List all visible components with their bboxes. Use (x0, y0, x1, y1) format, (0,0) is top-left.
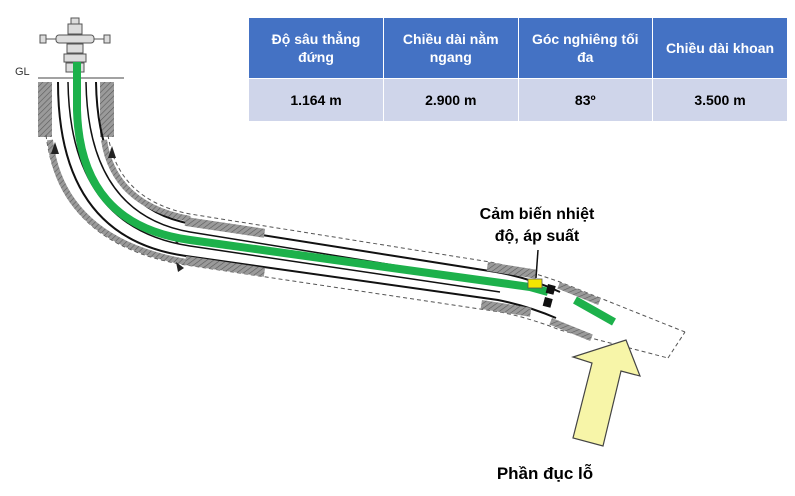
value-drilled-length: 3.500 m (652, 78, 787, 121)
tubing-tail (573, 296, 616, 326)
header-vertical-depth: Độ sâu thẳng đứng (249, 18, 384, 79)
packer-upper (486, 262, 538, 279)
flow-arrow-up-right-icon (108, 146, 116, 158)
well-parameters-table: Độ sâu thẳng đứng Chiều dài nằm ngang Gó… (249, 18, 787, 121)
value-vertical-depth: 1.164 m (249, 78, 384, 121)
header-horizontal-length: Chiều dài nằm ngang (383, 18, 519, 79)
cement-block-upper (184, 217, 266, 238)
liner-hanger-lower (549, 318, 593, 341)
sensor-pointer (535, 249, 539, 279)
borehole-wall-inner (107, 134, 686, 333)
packer-lower (480, 300, 532, 317)
production-tubing (73, 62, 550, 296)
downhole-tool-1 (545, 284, 556, 295)
surface-cement (38, 82, 114, 137)
borehole-toe (667, 331, 686, 359)
cement-band-upper (101, 139, 191, 222)
cement-band-lower (47, 139, 187, 265)
downhole-tool-2 (542, 297, 553, 308)
ground-level-label: GL (15, 66, 30, 78)
casing-inner-right (85, 81, 499, 283)
header-drilled-length: Chiều dài khoan (652, 18, 787, 79)
sensor-label: Cảm biến nhiệt độ, áp suất (479, 206, 595, 245)
cement-block-lower (184, 255, 266, 277)
value-max-inclination: 83º (518, 78, 653, 121)
perforation-arrow-icon (571, 339, 641, 447)
table-header-row: Độ sâu thẳng đứng Chiều dài nằm ngang Gó… (249, 18, 787, 79)
wellhead-icon (39, 17, 111, 73)
header-max-inclination: Góc nghiêng tối đa (518, 18, 653, 79)
liner-hanger-upper (557, 282, 601, 305)
flow-arrow-up-icon (51, 142, 59, 154)
table-row: 1.164 m 2.900 m 83º 3.500 m (249, 78, 787, 121)
value-horizontal-length: 2.900 m (383, 78, 519, 121)
flow-arrow-down-icon (176, 262, 184, 272)
perforation-label: Phần đục lỗ (496, 464, 594, 483)
pressure-temperature-sensor (527, 278, 543, 289)
